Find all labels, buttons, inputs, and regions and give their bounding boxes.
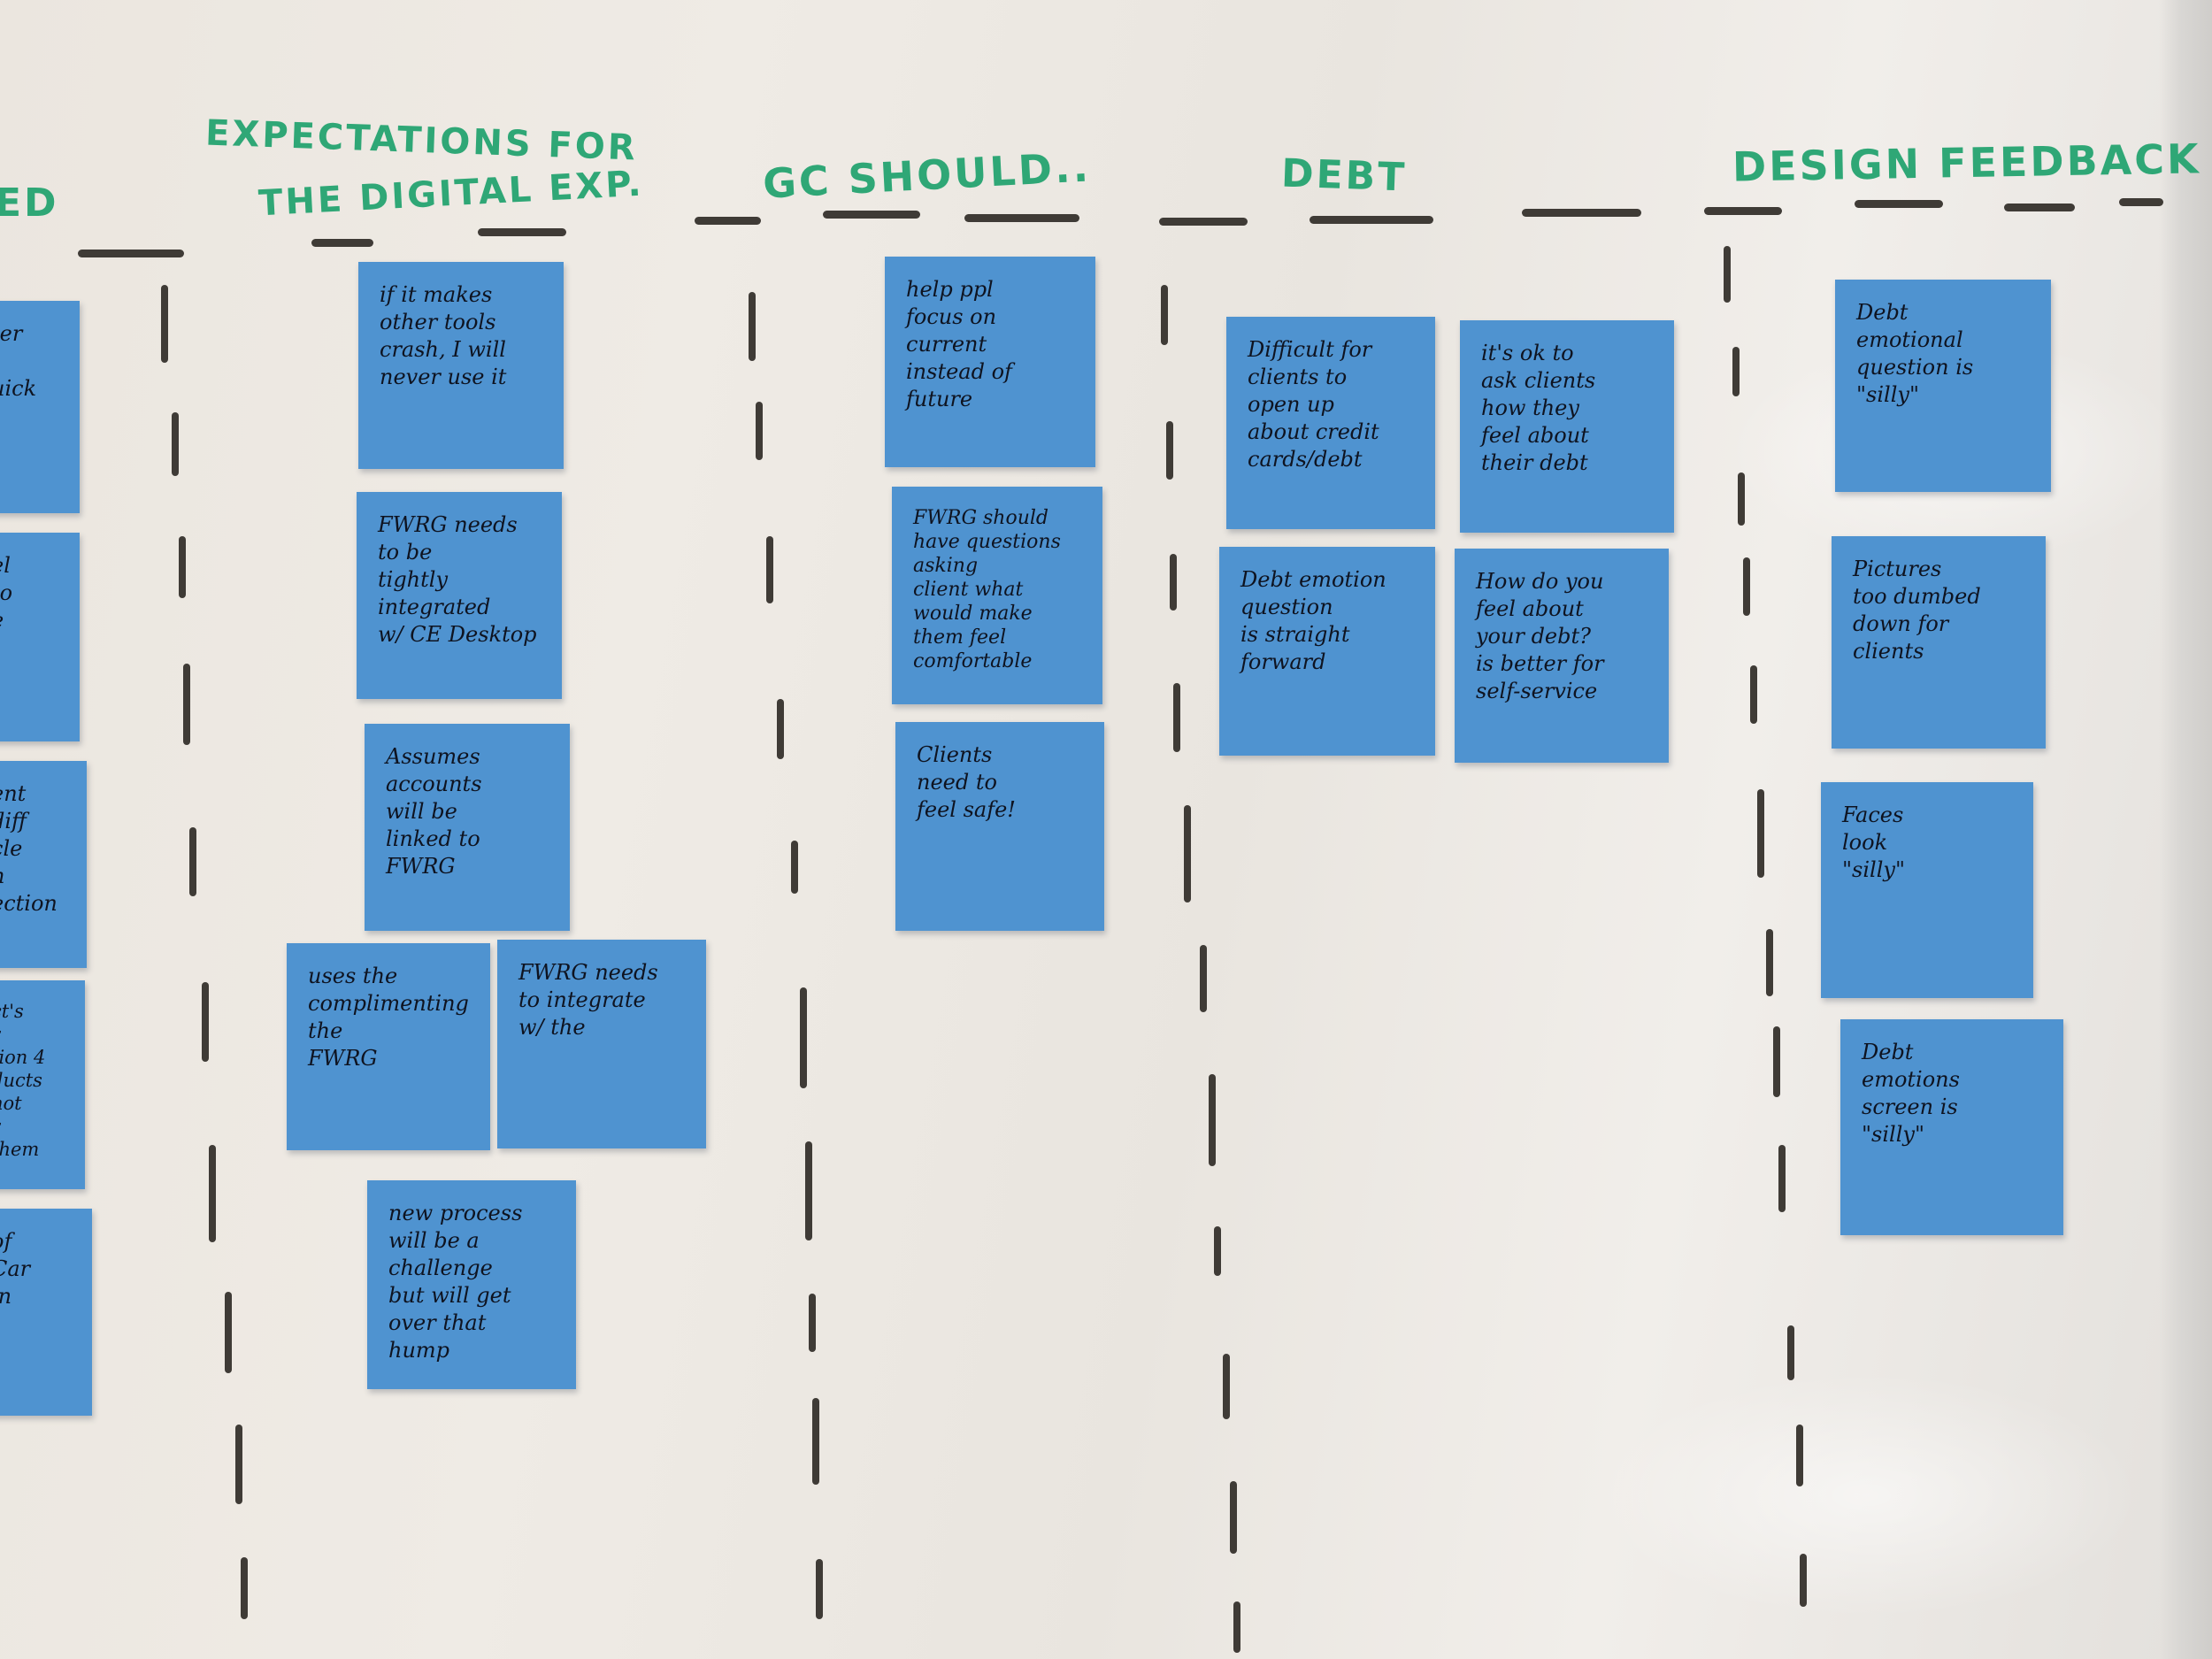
divider-dash — [1310, 216, 1433, 224]
column-heading-gc-should: GC SHOULD.. — [761, 142, 1093, 208]
divider-dash — [1855, 200, 1943, 208]
divider-dash — [695, 217, 761, 225]
sticky-note: Pictures too dumbed down for clients — [1832, 536, 2046, 749]
divider-dash — [2119, 198, 2163, 206]
sticky-note: FWRG should have questions asking client… — [892, 487, 1102, 704]
sticky-note: help ppl focus on current instead of fut… — [885, 257, 1095, 467]
sticky-note: Clients need to feel safe! — [895, 722, 1104, 931]
sticky-note: of Car in / — [0, 1209, 92, 1416]
divider-dash — [311, 239, 373, 247]
column-heading-partial: ED — [0, 180, 59, 226]
column-heading-design-feedback: DESIGN FEEDBACK — [1732, 134, 2202, 191]
light-glare — [1593, 1371, 2141, 1619]
divider-dash — [1522, 209, 1641, 217]
divider-dash — [964, 214, 1079, 222]
divider-dash — [1704, 207, 1782, 215]
sticky-note: How do you feel about your debt? is bett… — [1455, 549, 1669, 763]
sticky-note: FWRG needs to integrate w/ the — [497, 940, 706, 1148]
sticky-note: Debt emotions screen is "silly" — [1840, 1019, 2063, 1235]
sticky-note: if it makes other tools crash, I will ne… — [358, 262, 564, 469]
column-heading-expectations-line1: EXPECTATIONS FOR — [204, 112, 639, 169]
board-frame — [2159, 0, 2212, 1659]
sticky-note: Difficult for clients to open up about c… — [1226, 317, 1435, 529]
divider-dash — [478, 228, 566, 236]
sticky-note: new process will be a challenge but will… — [367, 1180, 576, 1389]
sticky-note: ct's r tion 4 ducts not r them — [0, 980, 85, 1189]
sticky-note: FWRG needs to be tightly integrated w/ C… — [357, 492, 562, 699]
sticky-note: uses the complimenting the FWRG — [287, 943, 490, 1150]
sticky-note: el to e — [0, 533, 80, 741]
divider-dash — [1159, 218, 1248, 226]
sticky-note: it's ok to ask clients how they feel abo… — [1460, 320, 1674, 533]
divider-dash — [78, 250, 184, 257]
sticky-note: Debt emotional question is "silly" — [1835, 280, 2051, 492]
sticky-note: Faces look "silly" — [1821, 782, 2033, 998]
divider-dash — [823, 211, 920, 219]
sticky-note: Assumes accounts will be linked to FWRG — [365, 724, 570, 931]
column-heading-expectations-line2: THE DIGITAL EXP. — [257, 163, 645, 225]
sticky-note: ter / uick — [0, 301, 80, 513]
divider-dash — [2004, 204, 2075, 211]
sticky-note: Debt emotion question is straight forwar… — [1219, 547, 1435, 756]
column-heading-debt: DEBT — [1280, 150, 1409, 201]
